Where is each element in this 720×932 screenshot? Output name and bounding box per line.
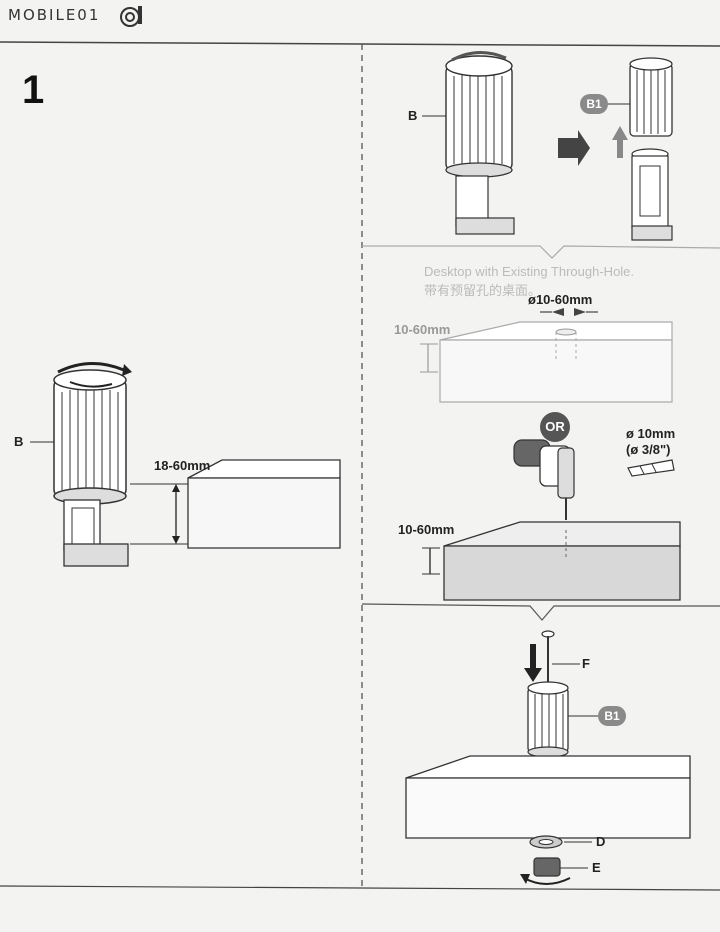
camera-logo-icon bbox=[120, 6, 142, 27]
drill-bit-metric: ø 10mm bbox=[626, 426, 676, 441]
or-badge: OR bbox=[540, 412, 570, 442]
part-d-label: D bbox=[596, 834, 606, 849]
clamp-thickness-range: 18-60mm bbox=[154, 458, 211, 473]
part-f-label: F bbox=[582, 656, 590, 671]
desk-thickness-top: 10-60mm bbox=[394, 322, 451, 337]
drill-icon bbox=[513, 439, 575, 520]
part-b-label-top: B bbox=[408, 108, 418, 123]
through-hole-caption-zh: 带有预留孔的桌面。 bbox=[424, 283, 542, 298]
part-b1-badge-top: B1 bbox=[580, 94, 608, 114]
hole-diameter-range: ø10-60mm bbox=[528, 292, 593, 307]
part-e-label: E bbox=[592, 860, 601, 875]
part-b1-badge-bottom: B1 bbox=[598, 706, 626, 726]
part-b-label: B bbox=[14, 434, 24, 449]
through-hole-caption-en: Desktop with Existing Through-Hole. bbox=[424, 264, 635, 279]
step-number: 1 bbox=[22, 68, 45, 112]
drill-bit-imperial: (ø 3/8") bbox=[626, 442, 671, 457]
watermark-text: MOBILE01 bbox=[8, 6, 101, 24]
desk-thickness-bottom: 10-60mm bbox=[398, 522, 455, 537]
